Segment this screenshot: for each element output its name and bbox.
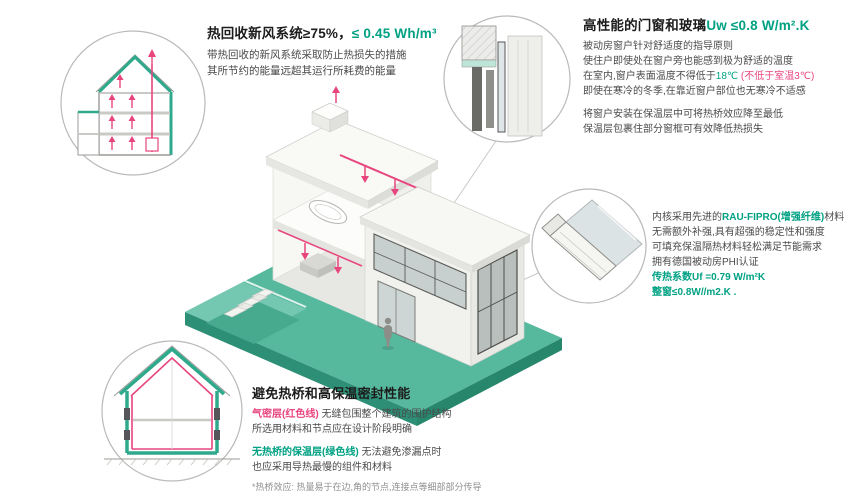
bathtub (308, 200, 348, 224)
windows-title-main: 高性能的门窗和玻璃 (583, 18, 707, 33)
profile-line1-c: 材料 (824, 212, 845, 223)
supply-duct-ground (277, 229, 363, 274)
insulation-layer-label: 无热桥的保温层(绿色线) (252, 447, 359, 458)
profile-line3: 可填充保温隔热材料轻松满足节能需求 (652, 242, 822, 253)
ventilation-title: 热回收新风系统≥75%，≤ 0.45 Wh/m³ (207, 22, 547, 42)
windows-section: 高性能的门窗和玻璃Uw ≤0.8 W/m².K 被动房窗户针对舒适度的指导原则 … (583, 14, 863, 137)
profile-line2: 无需额外补强,具有超强的稳定性和强度 (652, 227, 825, 238)
kitchen-island (300, 253, 336, 278)
thermal-line3-rest: 无法避免渗漏点时 (358, 447, 442, 458)
window-section-circle (443, 15, 571, 143)
windows-line3: 在室内,窗户表面温度不得低于18℃ (不低于室温3℃) (583, 69, 863, 84)
ventilation-line2: 其所节约的能量远超其运行所耗费的能量 (207, 65, 396, 78)
profile-section: 内核采用先进的RAU-FIPRO(增强纤维)材料 无需额外补强,具有超强的稳定性… (652, 210, 864, 300)
windows-line3-temp: 18℃ (715, 71, 739, 82)
thermal-diagram (104, 345, 240, 466)
windows-title: 高性能的门窗和玻璃Uw ≤0.8 W/m².K (583, 14, 863, 34)
thermal-line2: 所选用材料和节点应在设计阶段明确 (252, 424, 412, 435)
ventilation-title-value: ≤ 0.45 Wh/m³ (351, 26, 437, 41)
profile-uf-value: 传热系数Uf =0.79 W/m²K (652, 272, 766, 283)
person-figure (382, 317, 394, 350)
cutaway-house (265, 86, 531, 367)
windows-line5: 将窗户安装在保温层中可将热桥效应降至最低 (583, 109, 783, 120)
airtight-layer-label: 气密层(红色线) (252, 409, 319, 420)
windows-line4: 即使在寒冷的冬季,在靠近窗户部位也无寒冷不适感 (583, 86, 806, 97)
windows-line2: 使住户即使处在窗户旁也能感到极为舒适的温度 (583, 56, 793, 67)
windows-line3-note: (不低于室温3℃) (738, 71, 815, 82)
thermal-line3: 无热桥的保温层(绿色线) 无法避免渗漏点时 (252, 445, 597, 460)
ventilation-line1: 带热回收的新风系统采取防止热损失的措施 (207, 49, 407, 61)
thermal-line1-rest: 无缝包围整个建筑的围护结构 (318, 409, 452, 420)
window-profile-circle (531, 188, 647, 304)
window-profile-diagram (541, 199, 643, 281)
windows-line3-text: 在室内,窗户表面温度不得低于 (583, 71, 716, 82)
profile-line1: 内核采用先进的RAU-FIPRO(增强纤维)材料 (652, 210, 864, 225)
windows-line6: 保温层包裹住部分窗框可有效降低热损失 (583, 124, 763, 135)
thermal-section: 避免热桥和高保温密封性能 气密层(红色线) 无缝包围整个建筑的围护结构 所选用材… (252, 383, 597, 492)
profile-line1-a: 内核采用先进的 (652, 212, 722, 223)
window-section-diagram (461, 25, 543, 137)
supply-duct-upper (339, 154, 425, 196)
windows-title-value: Uw ≤0.8 W/m².K (706, 18, 810, 33)
thermal-detail-circle (101, 340, 243, 482)
ventilation-detail-circle (60, 30, 206, 176)
profile-line1-material: RAU-FIPRO(增强纤维) (722, 212, 825, 223)
garden-stairs (223, 288, 275, 318)
profile-line4: 拥有德国被动房PHI认证 (652, 257, 759, 268)
thermal-line1: 气密层(红色线) 无缝包围整个建筑的围护结构 (252, 407, 597, 422)
ventilation-section: 热回收新风系统≥75%，≤ 0.45 Wh/m³ 带热回收的新风系统采取防止热损… (207, 22, 547, 80)
thermal-title: 避免热桥和高保温密封性能 (252, 386, 411, 401)
thermal-footnote: *热桥效应: 热量易于在边,角的节点,连接点等细部部分传导 (252, 482, 482, 492)
thermal-line4: 也应采用导热最慢的组件和材料 (252, 462, 392, 473)
ventilation-title-main: 热回收新风系统≥75%， (207, 26, 352, 41)
windows-line1: 被动房窗户针对舒适度的指导原则 (583, 41, 733, 52)
ventilation-diagram (77, 49, 175, 156)
rooftop-hrv-unit (311, 86, 349, 133)
profile-uw-value: 整窗≤0.8W//m2.K . (652, 287, 737, 298)
